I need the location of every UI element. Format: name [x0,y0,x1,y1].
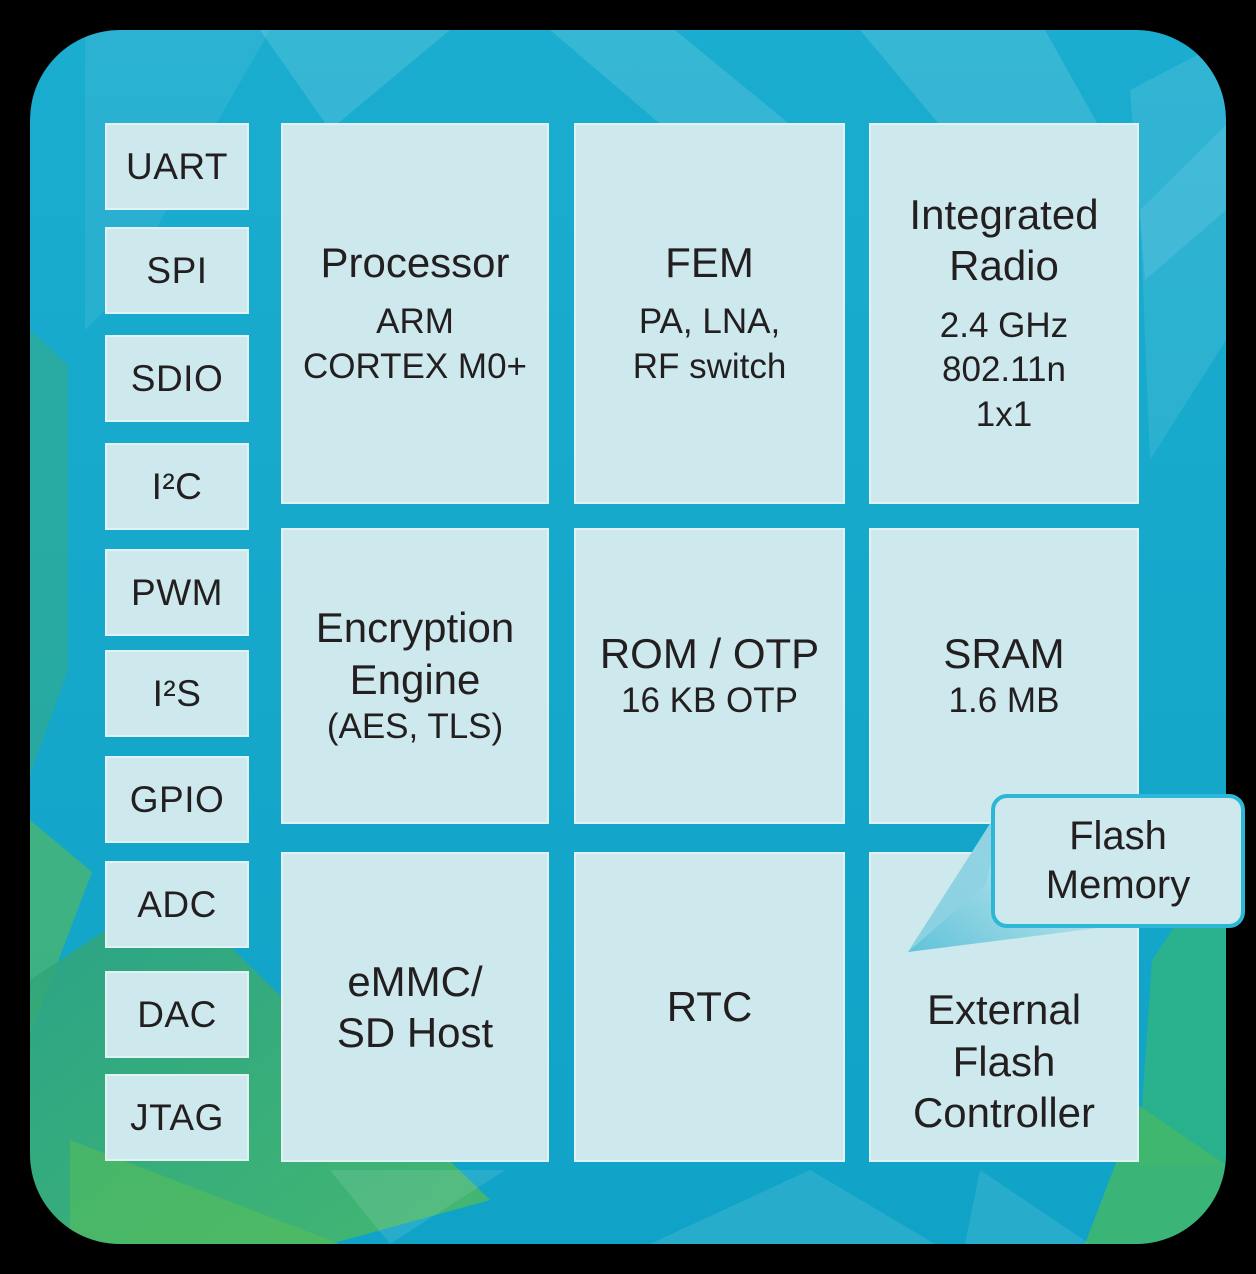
peripheral-i2c: I²C [105,443,249,530]
peripheral-label: SPI [146,249,208,291]
block-rtc: RTC [574,852,845,1162]
block-subline: 2.4 GHz [939,305,1069,345]
peripheral-label: DAC [137,993,217,1035]
block-title: SRAM [943,629,1065,677]
peripheral-sdio: SDIO [105,335,249,422]
peripheral-label: PWM [131,571,223,613]
block-sram: SRAM 1.6 MB [869,528,1139,824]
peripheral-gpio: GPIO [105,756,249,843]
peripheral-label: I²S [152,672,202,714]
block-title: ROM / OTP [599,629,820,677]
peripheral-uart: UART [105,123,249,210]
block-title: Encryption [315,604,515,652]
block-title: Processor [320,239,510,287]
block-fem: FEM PA, LNA, RF switch [574,123,845,504]
block-subline: ARM [376,302,454,342]
block-rom-otp: ROM / OTP 16 KB OTP [574,528,845,824]
block-subline: PA, LNA, [638,302,781,342]
block-title: Integrated [909,191,1099,239]
block-subline: (AES, TLS) [326,706,504,746]
block-title: RTC [666,983,753,1031]
block-emmc-sd-host: eMMC/ SD Host [281,852,549,1162]
flash-memory-callout: Flash Memory [991,794,1245,928]
block-processor: Processor ARM CORTEX M0+ [281,123,549,504]
block-subline: 1x1 [975,395,1033,435]
peripheral-label: JTAG [130,1096,224,1138]
peripheral-label: SDIO [130,357,224,399]
peripheral-spi: SPI [105,227,249,314]
block-title: eMMC/ [347,957,483,1005]
peripheral-dac: DAC [105,971,249,1058]
peripheral-pwm: PWM [105,549,249,636]
block-title: SD Host [336,1009,494,1056]
callout-line: Flash [1069,814,1167,859]
peripheral-jtag: JTAG [105,1074,249,1161]
peripheral-i2s: I²S [105,650,249,737]
peripheral-label: ADC [137,883,217,925]
block-subline: 802.11n [942,350,1066,390]
block-subline: 1.6 MB [948,681,1060,721]
block-subline: CORTEX M0+ [303,347,527,387]
block-title: External [926,986,1082,1034]
block-subline: RF switch [632,347,787,387]
block-title: Controller [912,1088,1096,1136]
block-title: Engine [349,655,481,703]
block-encryption-engine: Encryption Engine (AES, TLS) [281,528,549,824]
peripheral-label: I²C [151,465,203,507]
peripheral-adc: ADC [105,861,249,948]
block-title: Radio [949,242,1059,290]
block-subline: 16 KB OTP [620,681,799,721]
block-title: Flash [952,1037,1056,1085]
block-integrated-radio: Integrated Radio 2.4 GHz 802.11n 1x1 [869,123,1139,504]
block-title: FEM [665,239,754,287]
peripheral-label: GPIO [129,778,225,820]
callout-line: Memory [1045,863,1191,907]
peripheral-label: UART [125,145,229,187]
